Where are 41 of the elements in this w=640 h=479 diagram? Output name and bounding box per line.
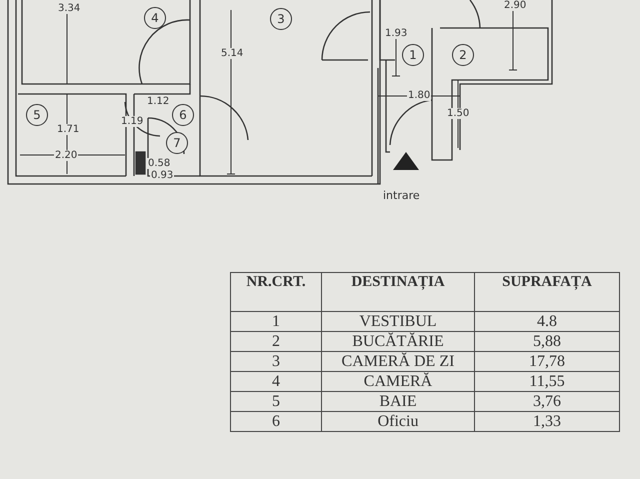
room-number-circle: 3: [270, 8, 292, 30]
room-number-circle: 6: [172, 104, 194, 126]
table-cell: 11,55: [474, 372, 620, 392]
table-cell: 5: [230, 392, 322, 412]
table-cell: 6: [230, 412, 322, 432]
table-cell: 2: [230, 332, 322, 352]
dimension-label: 1.71: [56, 124, 80, 135]
dimension-label: 0.93: [150, 170, 174, 181]
table-cell: 4: [230, 372, 322, 392]
dimension-label: 3.34: [57, 3, 82, 14]
dimension-label: 1.50: [446, 108, 470, 119]
room-number-circle: 1: [402, 44, 424, 66]
table-cell: Oficiu: [322, 412, 474, 432]
table-cell: 4.8: [474, 312, 620, 332]
table-cell: BAIE: [322, 392, 474, 412]
dimension-label: 2.90: [503, 0, 528, 11]
dimension-label: 5.14: [220, 48, 244, 59]
dimension-label: 1.80: [407, 90, 432, 101]
table-cell: BUCĂTĂRIE: [322, 332, 474, 352]
table-cell: 17,78: [474, 352, 620, 372]
room-number-circle: 5: [26, 104, 48, 126]
room-number-circle: 4: [144, 7, 166, 29]
column-header: DESTINAȚIA: [322, 272, 474, 312]
dimension-label: 1.93: [384, 28, 408, 39]
table-cell: 3,76: [474, 392, 620, 412]
dimension-label: 1.12: [146, 96, 170, 107]
table-cell: VESTIBUL: [322, 312, 474, 332]
table-cell: CAMERĂ DE ZI: [322, 352, 474, 372]
table-cell: 3: [230, 352, 322, 372]
room-number-circle: 2: [452, 44, 474, 66]
dimension-label: 2.20: [54, 150, 78, 161]
room-number-circle: 7: [166, 132, 188, 154]
table-cell: 5,88: [474, 332, 620, 352]
column-header: NR.CRT.: [230, 272, 322, 312]
entrance-label: intrare: [382, 190, 421, 201]
dimension-label: 1.19: [120, 116, 144, 127]
column-header: SUPRAFAȚA: [474, 272, 620, 312]
table-cell: 1,33: [474, 412, 620, 432]
dimension-label: 0.58: [147, 158, 172, 169]
table-cell: CAMERĂ: [322, 372, 474, 392]
table-cell: 1: [230, 312, 322, 332]
